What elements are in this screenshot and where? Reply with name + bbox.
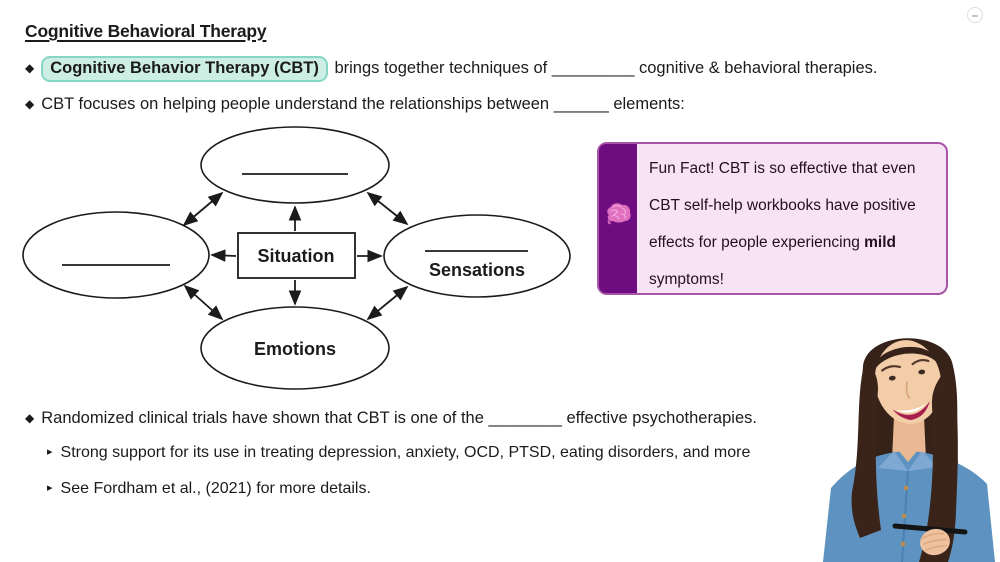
fun-fact-text-part2: symptoms! (649, 271, 724, 288)
sub-bullet-fordham-reference: ▸ See Fordham et al., (2021) for more det… (47, 480, 371, 498)
player-settings-icon[interactable] (967, 7, 983, 23)
emotions-label: Emotions (254, 339, 336, 359)
fun-fact-accent-band (599, 144, 637, 293)
brain-icon (607, 203, 631, 225)
presenter-button (900, 541, 906, 547)
bullet-cbt-definition-text: brings together techniques of _________ … (329, 59, 878, 77)
bullet-cbt-focus: ◆ CBT focuses on helping people understan… (25, 95, 685, 114)
arrow-bottom-right (366, 285, 409, 321)
bullet-clinical-trials-text: Randomized clinical trials have shown th… (41, 409, 757, 427)
diamond-bullet-icon: ◆ (25, 97, 35, 111)
fun-fact-card: Fun Fact! CBT is so effective that even … (597, 142, 948, 295)
diamond-bullet-icon: ◆ (25, 61, 35, 75)
diagram-node-situation (237, 232, 356, 279)
presenter-hair-front-left (851, 362, 881, 538)
presenter-button (901, 513, 907, 519)
arrow-top-right (366, 191, 409, 226)
bullet-cbt-focus-text: CBT focuses on helping people understand… (41, 95, 685, 113)
fun-fact-text-part1: Fun Fact! CBT is so effective that even … (649, 160, 916, 251)
presenter-collar-left (878, 451, 908, 471)
diagram-node-top-blank (200, 126, 390, 204)
sub-bullet-strong-support: ▸ Strong support for its use in treating … (47, 444, 750, 462)
cbt-elements-diagram: Situation Sensations Emotions (22, 126, 571, 390)
presenter-button (903, 485, 909, 491)
presenter-face (872, 340, 942, 424)
pen-icon (892, 523, 968, 535)
presenter-collar-v (899, 451, 917, 462)
sensations-label: Sensations (429, 260, 525, 280)
diagram-node-emotions (200, 306, 390, 390)
diagram-node-left-blank (22, 211, 210, 299)
presenter-neck (892, 416, 926, 460)
arrow-situation-left (210, 249, 237, 262)
presenter-video-overlay (823, 338, 995, 562)
presenter-collar-right (908, 451, 937, 471)
triangle-bullet-icon: ▸ (47, 482, 53, 494)
sub-bullet-strong-support-text: Strong support for its use in treating d… (60, 444, 751, 461)
arrow-left-top (182, 191, 224, 227)
presenter-hand (920, 528, 950, 556)
sub-bullet-fordham-reference-text: See Fordham et al., (2021) for more deta… (60, 480, 371, 497)
arrow-left-bottom (183, 284, 224, 321)
situation-label: Situation (258, 246, 335, 266)
bullet-cbt-definition: ◆ Cognitive Behavior Therapy (CBT) brings… (25, 56, 878, 82)
diamond-bullet-icon: ◆ (25, 411, 35, 425)
fun-fact-bold-word: mild (864, 234, 897, 251)
cbt-highlight-chip: Cognitive Behavior Therapy (CBT) (41, 56, 328, 82)
fun-fact-text: Fun Fact! CBT is so effective that even … (649, 150, 936, 298)
presenter-shirt (823, 451, 995, 562)
presenter-hair-front-right (919, 364, 958, 562)
bullet-clinical-trials: ◆ Randomized clinical trials have shown t… (25, 409, 757, 428)
triangle-bullet-icon: ▸ (47, 446, 53, 458)
diagram-node-sensations (383, 214, 571, 298)
page-title: Cognitive Behavioral Therapy (25, 21, 267, 41)
